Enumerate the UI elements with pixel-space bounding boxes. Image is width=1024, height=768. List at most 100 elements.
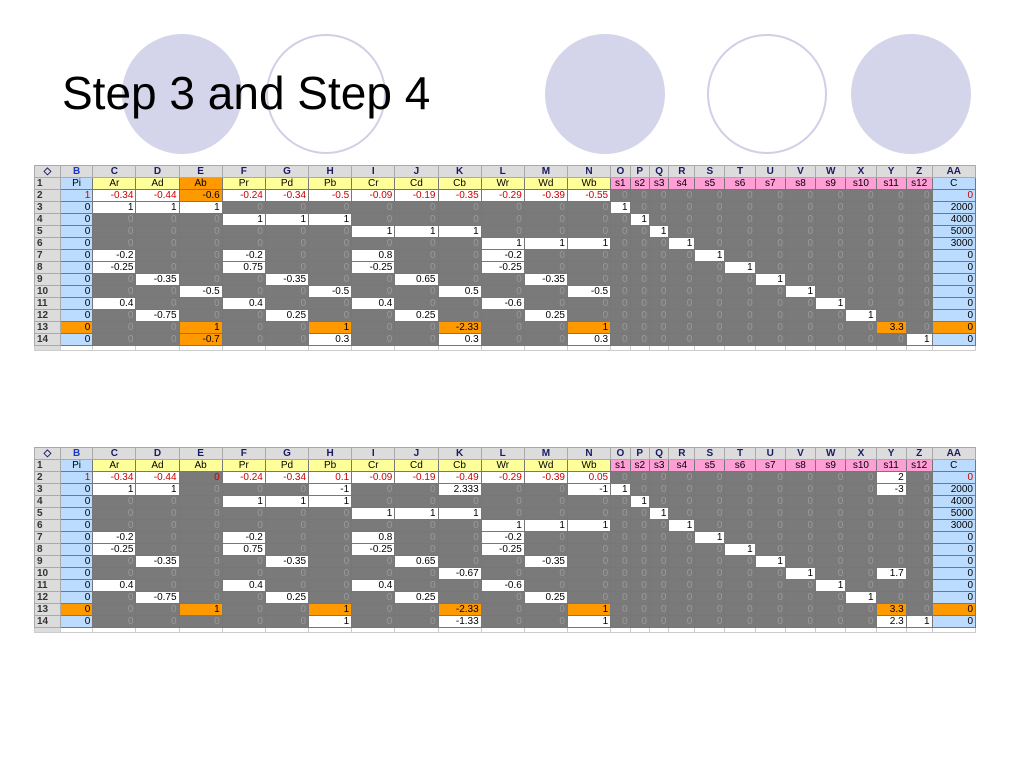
cell[interactable]: -0.09 — [351, 189, 396, 202]
cell[interactable]: 0 — [784, 237, 817, 250]
row-number[interactable]: 6 — [34, 237, 61, 250]
cell[interactable]: 0.65 — [394, 555, 439, 568]
header-cell-s8[interactable]: s8 — [784, 459, 817, 472]
cell[interactable]: 0 — [59, 297, 94, 310]
cell[interactable]: 0 — [694, 201, 726, 214]
cell[interactable]: 1 — [523, 237, 568, 250]
cell[interactable]: 0 — [668, 471, 696, 484]
cell[interactable]: -0.44 — [135, 471, 180, 484]
header-cell-Cr[interactable]: Cr — [351, 177, 396, 190]
cell[interactable]: 0 — [875, 591, 907, 604]
cell[interactable]: 0 — [754, 507, 786, 520]
cell[interactable]: 0 — [668, 543, 696, 556]
cell[interactable]: 0 — [648, 483, 670, 496]
cell[interactable]: 0 — [648, 531, 670, 544]
cell[interactable] — [264, 345, 310, 351]
cell[interactable]: 0 — [648, 273, 670, 286]
cell[interactable]: 0 — [221, 333, 266, 346]
cell[interactable]: 0 — [523, 297, 568, 310]
cell[interactable]: 0 — [351, 273, 396, 286]
cell[interactable]: 0 — [178, 297, 223, 310]
cell[interactable]: 0 — [931, 321, 977, 334]
cell[interactable]: 0 — [754, 309, 786, 322]
header-cell-s6[interactable]: s6 — [724, 459, 756, 472]
cell[interactable]: 0 — [394, 321, 439, 334]
cell[interactable]: 0 — [566, 225, 612, 238]
cell[interactable]: 0 — [905, 261, 933, 274]
cell[interactable]: 0 — [875, 495, 907, 508]
cell[interactable]: 1 — [437, 225, 482, 238]
cell[interactable]: -0.5 — [308, 189, 353, 202]
cell[interactable]: 0 — [480, 309, 525, 322]
cell[interactable]: 0 — [59, 225, 94, 238]
cell[interactable]: 0 — [931, 579, 977, 592]
cell[interactable]: 0.05 — [566, 471, 612, 484]
column-letter-Y[interactable]: Y — [875, 447, 907, 460]
cell[interactable]: 0 — [92, 237, 137, 250]
cell[interactable]: 0 — [135, 213, 180, 226]
column-letter-B[interactable]: B — [59, 165, 94, 178]
cell[interactable]: 0 — [724, 189, 756, 202]
cell[interactable]: 1 — [668, 237, 696, 250]
cell[interactable] — [694, 345, 726, 351]
cell[interactable] — [178, 627, 223, 633]
cell[interactable]: 0 — [523, 483, 568, 496]
header-cell-s10[interactable]: s10 — [845, 459, 877, 472]
header-cell-Wd[interactable]: Wd — [523, 459, 568, 472]
cell[interactable]: 0 — [648, 471, 670, 484]
cell[interactable]: 0 — [875, 249, 907, 262]
cell[interactable]: 0 — [905, 297, 933, 310]
cell[interactable] — [875, 627, 907, 633]
header-cell-s7[interactable]: s7 — [754, 459, 786, 472]
cell[interactable]: 1 — [135, 483, 180, 496]
cell[interactable]: 0 — [724, 285, 756, 298]
cell[interactable]: 0 — [178, 495, 223, 508]
cell[interactable]: 0 — [351, 567, 396, 580]
cell[interactable]: 0 — [523, 213, 568, 226]
cell[interactable]: 0 — [178, 309, 223, 322]
cell[interactable]: 0 — [629, 519, 650, 532]
cell[interactable]: 4000 — [931, 213, 977, 226]
header-cell-s10[interactable]: s10 — [845, 177, 877, 190]
cell[interactable]: 0 — [178, 273, 223, 286]
cell[interactable]: 0 — [875, 309, 907, 322]
cell[interactable]: 1 — [754, 555, 786, 568]
cell[interactable]: 0.75 — [221, 261, 266, 274]
cell[interactable]: 0 — [566, 273, 612, 286]
cell[interactable]: 0 — [784, 495, 817, 508]
cell[interactable]: 0 — [221, 273, 266, 286]
cell[interactable]: -0.44 — [135, 189, 180, 202]
cell[interactable]: 0 — [815, 483, 847, 496]
cell[interactable]: 0 — [480, 483, 525, 496]
cell[interactable] — [480, 627, 525, 633]
cell[interactable]: 1 — [905, 333, 933, 346]
cell[interactable]: 0 — [629, 201, 650, 214]
cell[interactable]: 0 — [754, 471, 786, 484]
cell[interactable]: 0 — [784, 471, 817, 484]
cell[interactable]: 0 — [566, 507, 612, 520]
column-letter-W[interactable]: W — [815, 165, 847, 178]
column-letter-J[interactable]: J — [394, 165, 439, 178]
cell[interactable]: 1 — [845, 591, 877, 604]
cell[interactable]: 0.25 — [264, 591, 310, 604]
cell[interactable]: 1 — [629, 495, 650, 508]
cell[interactable]: 1 — [754, 273, 786, 286]
cell[interactable]: 0 — [931, 591, 977, 604]
cell[interactable]: 0 — [815, 237, 847, 250]
cell[interactable]: 0 — [905, 591, 933, 604]
cell[interactable]: 1 — [523, 519, 568, 532]
cell[interactable]: -0.7 — [178, 333, 223, 346]
column-letter-K[interactable]: K — [437, 165, 482, 178]
cell[interactable] — [905, 345, 933, 351]
row-number[interactable] — [34, 627, 61, 633]
cell[interactable]: 0 — [523, 507, 568, 520]
cell[interactable]: 0 — [264, 603, 310, 616]
header-cell-Pd[interactable]: Pd — [264, 459, 310, 472]
cell[interactable]: 0 — [480, 495, 525, 508]
cell[interactable]: 0 — [845, 495, 877, 508]
cell[interactable]: 0 — [92, 591, 137, 604]
cell[interactable]: 0 — [905, 507, 933, 520]
cell[interactable]: 0 — [931, 555, 977, 568]
cell[interactable]: 1 — [784, 567, 817, 580]
cell[interactable]: 0 — [178, 213, 223, 226]
